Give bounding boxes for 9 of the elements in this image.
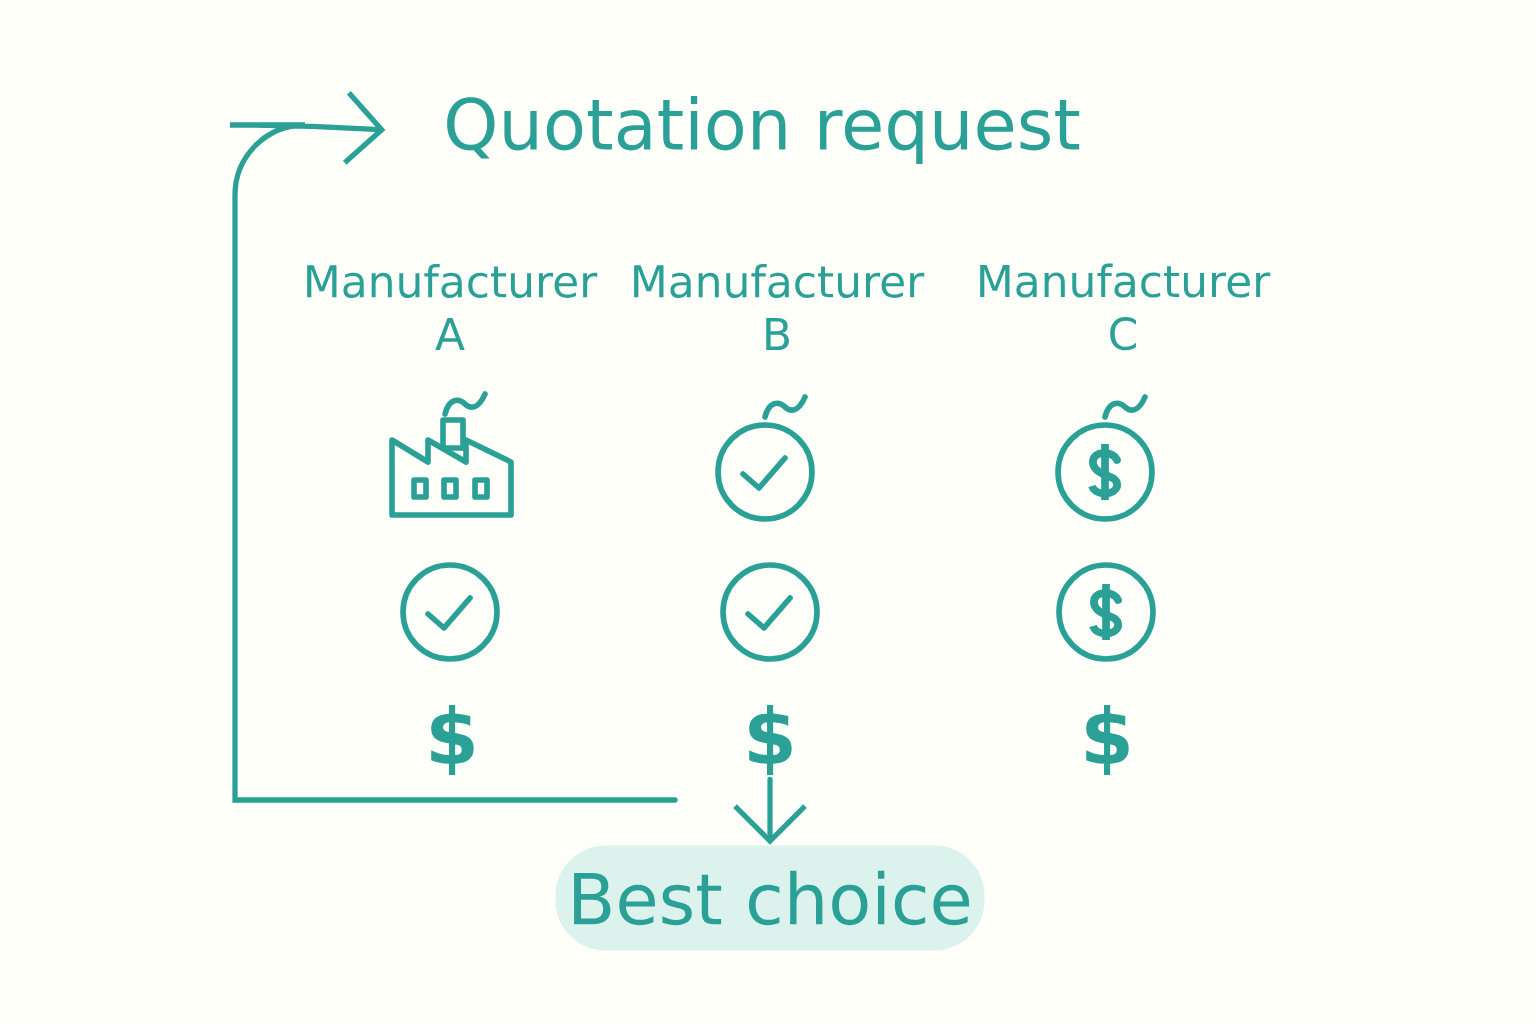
dollar-sign: $ bbox=[431, 704, 474, 776]
title-text: Quotation request bbox=[447, 96, 1080, 164]
dollar-sign: $ bbox=[749, 704, 792, 776]
manufacturer-label: Manufacturer B bbox=[634, 263, 925, 351]
manufacturer-label: Manufacturer A bbox=[307, 263, 598, 351]
dollar-sign: $ bbox=[1086, 704, 1129, 776]
arrow bbox=[227, 91, 678, 803]
result-pill: Best choice bbox=[555, 845, 985, 951]
manufacturer-label: Manufacturer C bbox=[980, 263, 1271, 351]
